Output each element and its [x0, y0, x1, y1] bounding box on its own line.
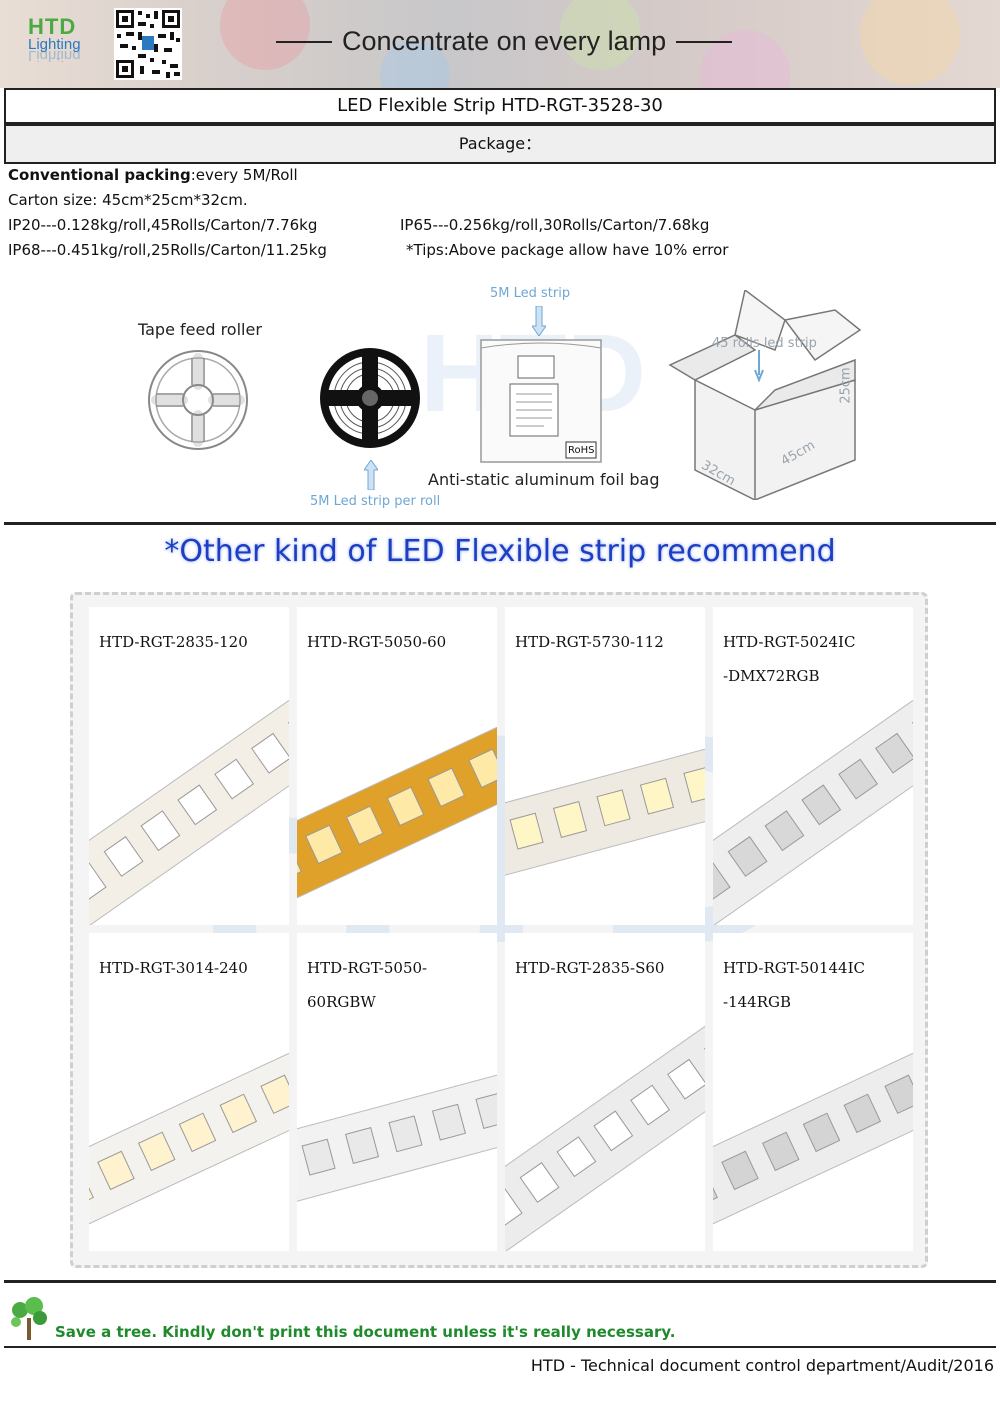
document-title: LED Flexible Strip HTD-RGT-3528-30	[4, 88, 996, 124]
divider	[4, 522, 996, 525]
arrow-down-icon	[532, 306, 546, 336]
carton-size: Carton size: 45cm*25cm*32cm.	[8, 191, 248, 209]
led-strip-image	[297, 1061, 497, 1214]
arrow-up-icon	[364, 460, 378, 490]
dim-height-label: 25cm	[838, 367, 854, 404]
led-strip-reel-icon	[320, 348, 420, 448]
product-name: HTD-RGT-5050-60	[307, 633, 447, 651]
led-strip-image	[505, 1015, 705, 1251]
product-name: HTD-RGT-50144IC -144RGB	[723, 959, 865, 1011]
footer-rule	[4, 1346, 996, 1348]
ip68-spec: IP68---0.451kg/roll,25Rolls/Carton/11.25…	[8, 241, 327, 259]
foil-bag-label: Anti-static aluminum foil bag	[428, 470, 660, 489]
save-tree-message: Save a tree. Kindly don't print this doc…	[55, 1323, 676, 1341]
product-card: HTD-RGT-5050-60	[297, 607, 497, 925]
led-strip-image	[505, 735, 705, 888]
box-content-label: 45 rolls led strip	[712, 336, 817, 351]
ip20-spec: IP20---0.128kg/roll,45Rolls/Carton/7.76k…	[8, 216, 318, 234]
led-strip-image	[89, 1037, 289, 1238]
product-name: HTD-RGT-5730-112	[515, 633, 664, 651]
tips-note: *Tips:Above package allow have 10% error	[406, 241, 729, 259]
product-name: HTD-RGT-3014-240	[99, 959, 248, 977]
led-strip-image	[297, 711, 497, 912]
carton-box-icon	[668, 290, 862, 500]
packaging-diagram: HTD Tape feed roller 5M Led strip per ro…	[0, 270, 1000, 520]
recommend-title: *Other kind of LED Flexible strip recomm…	[164, 534, 836, 569]
company-logo: HTD Lighting Lighting	[28, 14, 81, 64]
tape-feed-roller-icon	[148, 350, 248, 450]
foil-bag-icon	[480, 339, 602, 463]
product-name: HTD-RGT-5024IC -DMX72RGB	[723, 633, 856, 685]
product-card: HTD-RGT-5730-112	[505, 607, 705, 925]
strip-per-roll-label: 5M Led strip per roll	[310, 494, 441, 509]
product-card: HTD-RGT-2835-S60	[505, 933, 705, 1251]
slogan: Concentrate on every lamp	[276, 26, 746, 57]
led-strip-image	[89, 689, 289, 925]
audit-text: HTD - Technical document control departm…	[530, 1356, 994, 1375]
product-card: HTD-RGT-5024IC -DMX72RGB	[713, 607, 913, 925]
footer-divider	[4, 1280, 996, 1283]
strip-top-label: 5M Led strip	[490, 286, 571, 301]
qr-code	[114, 8, 182, 80]
led-strip-image	[713, 689, 913, 925]
tape-feed-label: Tape feed roller	[138, 320, 262, 339]
product-card: HTD-RGT-3014-240	[89, 933, 289, 1251]
product-name: HTD-RGT-2835-S60	[515, 959, 665, 977]
header-banner: HTD Lighting Lighting Concentrate on eve…	[0, 0, 1000, 88]
tree-icon	[11, 1297, 47, 1340]
ip65-spec: IP65---0.256kg/roll,30Rolls/Carton/7.68k…	[400, 216, 710, 234]
conventional-packing: Conventional packing:every 5M/Roll	[8, 166, 298, 184]
grid-watermark: HTD	[193, 670, 810, 1006]
section-heading: Package：	[4, 124, 996, 164]
product-card: HTD-RGT-2835-120	[89, 607, 289, 925]
rohs-mark: RoHS	[568, 445, 595, 456]
product-name: HTD-RGT-5050-60RGBW	[307, 959, 428, 1011]
product-card: HTD-RGT-50144IC -144RGB	[713, 933, 913, 1251]
product-card: HTD-RGT-5050-60RGBW	[297, 933, 497, 1251]
led-strip-image	[713, 1037, 913, 1238]
product-name: HTD-RGT-2835-120	[99, 633, 248, 651]
